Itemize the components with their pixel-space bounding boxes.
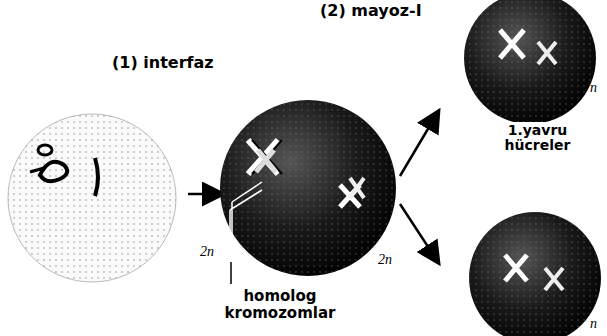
arrow <box>400 204 438 262</box>
interphase-cell <box>8 114 176 282</box>
ploidy-label: 2n <box>378 252 392 267</box>
leader-line <box>230 262 232 284</box>
arrow <box>400 112 438 176</box>
arrow <box>188 193 222 196</box>
ploidy-label: 2n <box>200 244 214 259</box>
daughter-cell <box>464 0 596 124</box>
part-label: homolog kromozomlar <box>205 288 355 321</box>
step-title: (1) interfaz <box>112 54 214 72</box>
part-label: 1.yavru hücreler <box>472 122 603 155</box>
ploidy-label: n <box>590 80 597 95</box>
meiosis-cell <box>220 100 396 276</box>
ploidy-label: n <box>590 316 597 331</box>
daughter-cell <box>469 212 601 336</box>
step-title: (2) mayoz-I <box>320 2 422 20</box>
